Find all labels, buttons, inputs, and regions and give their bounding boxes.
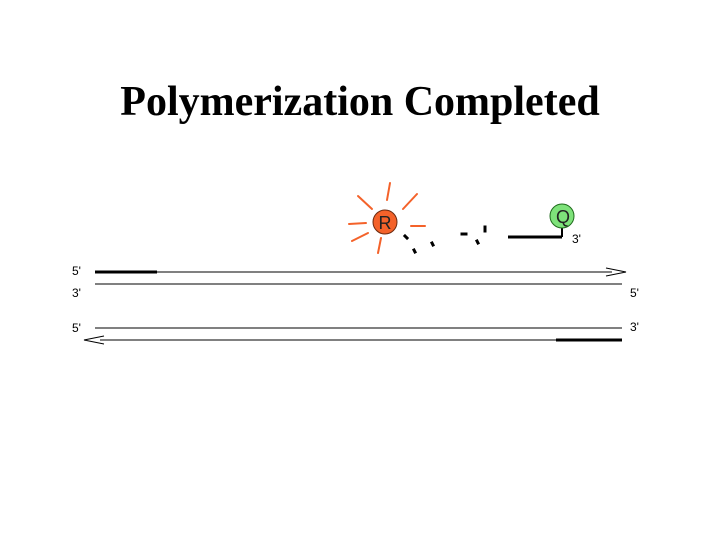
reporter-rays <box>348 182 426 254</box>
top-strand-arrowhead <box>605 267 627 277</box>
reporter-circle <box>372 209 398 235</box>
slide-title: Polymerization Completed <box>120 79 600 125</box>
reporter-label: R <box>379 213 392 233</box>
template-top-3prime-label: 3' <box>72 286 81 300</box>
quencher-circle <box>549 203 575 229</box>
template-bottom-3prime-label: 3' <box>630 320 639 334</box>
template-top-5prime-label: 5' <box>630 286 639 300</box>
top-strand-5prime-label: 5' <box>72 264 81 278</box>
bottom-strand-arrowhead <box>83 335 105 345</box>
probe-fragments <box>402 225 487 255</box>
template-bottom-5prime-label: 5' <box>72 321 81 335</box>
quencher-label: Q <box>556 207 570 227</box>
probe-3prime-label: 3' <box>572 232 581 246</box>
